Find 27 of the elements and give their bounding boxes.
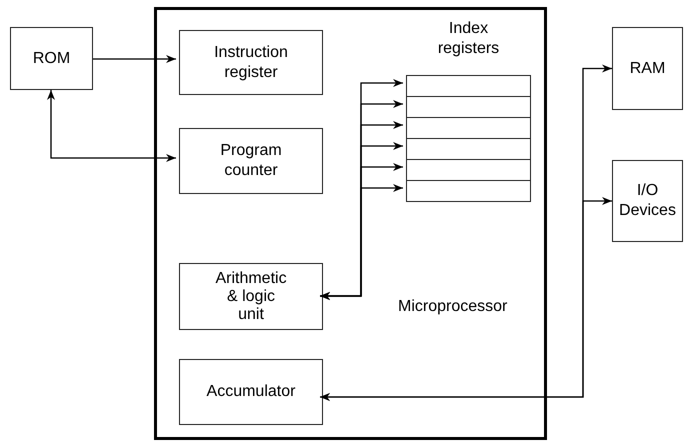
block-box <box>179 128 323 194</box>
block-box <box>179 359 323 425</box>
arrow <box>320 184 403 300</box>
block-box <box>612 160 683 242</box>
block-label: Accumulator <box>206 382 296 402</box>
microprocessor-box <box>154 7 547 440</box>
arrow <box>320 197 612 401</box>
register-row <box>406 117 531 139</box>
block-label: Arithmetic & logic unit <box>214 270 288 324</box>
register-row <box>406 180 531 202</box>
block-box <box>612 27 683 110</box>
block-box <box>179 263 323 330</box>
block-box <box>10 27 93 90</box>
register-row <box>406 138 531 160</box>
block-label: Program counter <box>219 141 283 181</box>
block-label: ROM <box>32 48 72 68</box>
block-label: Instruction register <box>213 42 289 82</box>
block-box <box>179 30 323 95</box>
register-row <box>406 75 531 97</box>
register-row <box>406 96 531 118</box>
arrow <box>47 90 176 162</box>
block-heading: Microprocessor <box>398 297 508 317</box>
block-label: RAM <box>628 58 666 78</box>
arrow <box>93 55 176 63</box>
block-label: I/O Devices <box>618 181 677 221</box>
stack-heading: Index registers <box>436 19 500 59</box>
register-row <box>406 159 531 181</box>
